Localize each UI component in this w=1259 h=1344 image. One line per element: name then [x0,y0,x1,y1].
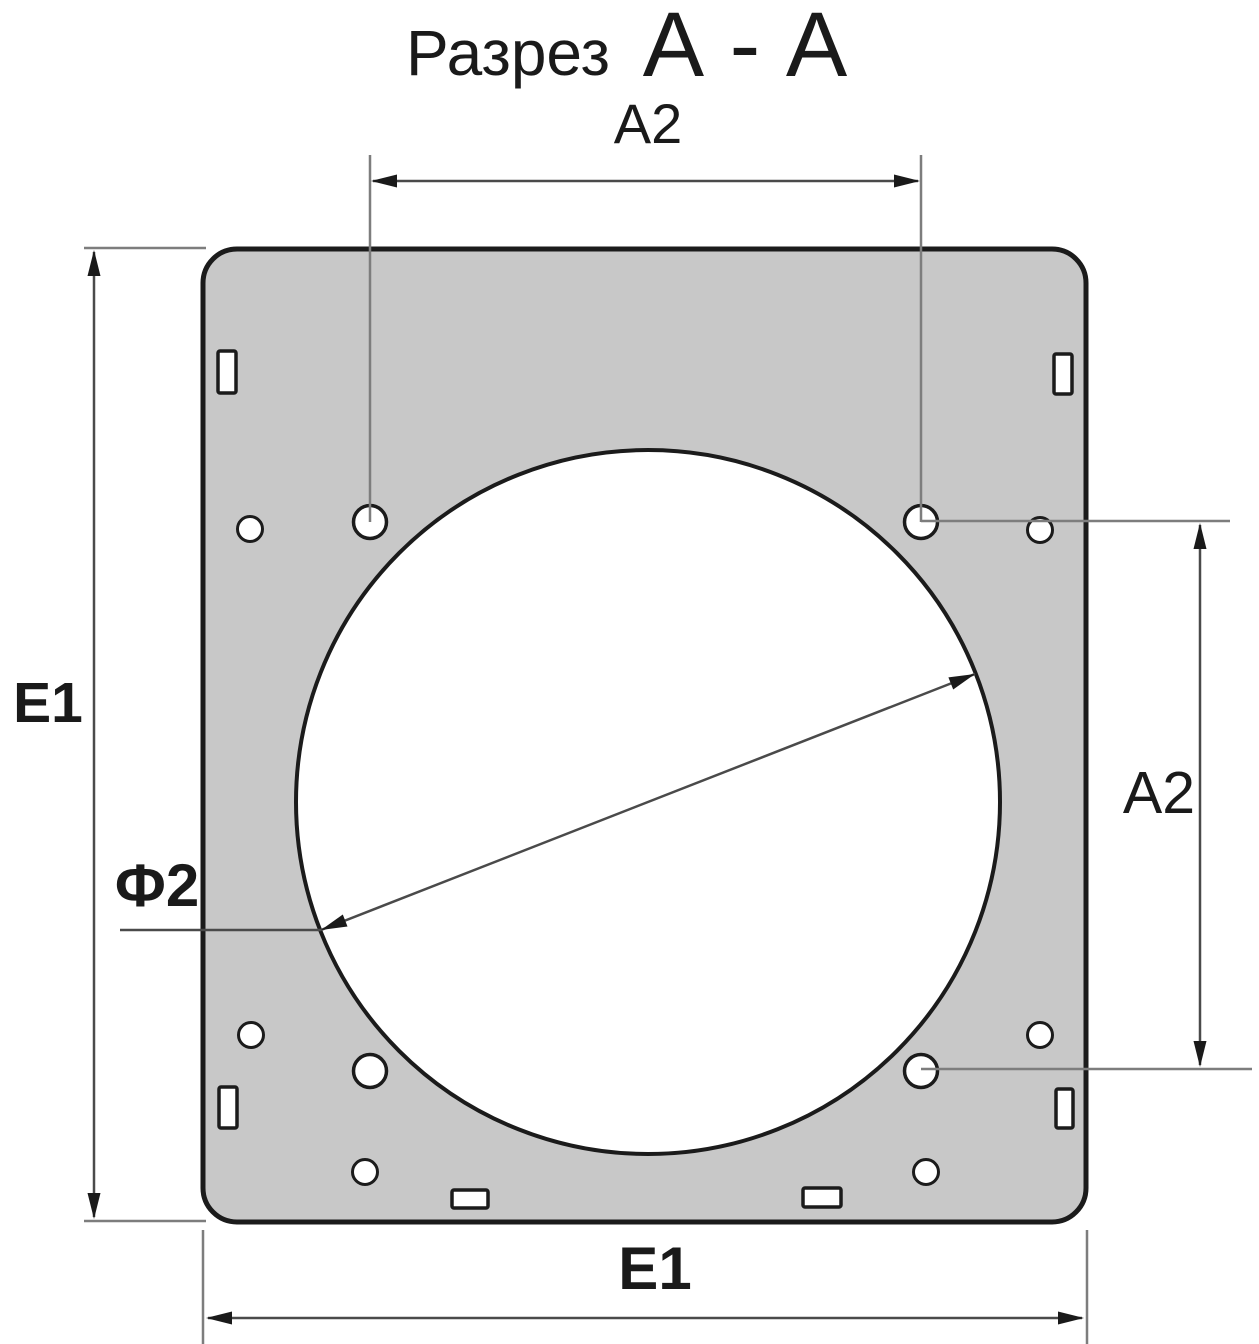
small-hole-bottom-left [351,1158,379,1186]
arrowhead-top-left [371,174,397,188]
labels: Разрез А - А A2 A2 E1 E1 Ф2 [13,0,1195,1302]
arrowheads [87,174,1207,1325]
small-hole-top-left [236,515,264,543]
small-hole-bottom-right [912,1158,940,1186]
small-hole-mid-left [237,1021,265,1049]
arrowhead-top-right [894,174,920,188]
dim-label-f2-diameter: Ф2 [115,852,200,919]
mounting-holes [236,503,1054,1186]
arrowhead-left-down [87,1193,101,1219]
slot-bottom-left [217,1085,239,1130]
small-hole-top-right [1026,516,1054,544]
dim-label-e1-left: E1 [13,671,83,735]
small-hole-mid-right [1026,1021,1054,1049]
slot-top-right [1052,352,1074,396]
large-hole-bottom-right [902,1052,940,1090]
slot-top-left [216,349,238,395]
arrowhead-bottom-left [206,1311,232,1325]
dim-label-e1-bottom: E1 [618,1235,691,1302]
title-prefix: Разрез [406,17,610,89]
arrowhead-left-up [87,250,101,276]
dimension-lines [92,179,1202,1320]
slots [216,349,1075,1210]
arrowhead-right-down [1193,1041,1207,1067]
slot-bottom-center-right [801,1186,843,1209]
arrowhead-diameter-tail [321,914,348,930]
dim-label-a2-right: A2 [1123,760,1195,826]
arrowhead-diameter-head [948,674,975,690]
large-hole-bottom-left [351,1052,389,1090]
diameter-arrow-line [320,672,976,932]
extension-lines [84,155,1252,1344]
title-section-label: А - А [643,0,848,96]
slot-bottom-right [1054,1087,1075,1130]
dim-label-a2-top: A2 [614,92,683,155]
slot-bottom-center-left [450,1188,490,1210]
arrowhead-right-up [1193,523,1207,549]
arrowhead-bottom-right [1058,1311,1084,1325]
